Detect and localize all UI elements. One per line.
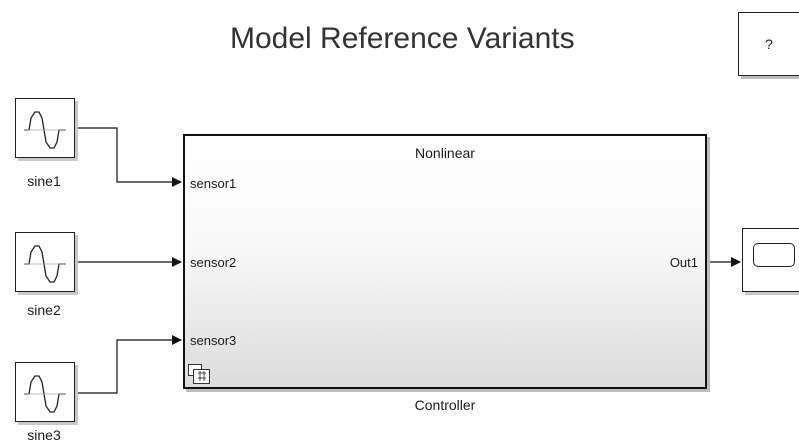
variant-badge-icon[interactable] (187, 363, 215, 385)
help-button[interactable]: ? (738, 12, 799, 76)
outport-out1: Out1 (669, 255, 698, 270)
sine1-label: sine1 (27, 173, 61, 189)
sine-wave-icon (24, 111, 66, 149)
controller-block[interactable]: Nonlinear sensor1 sensor2 sensor3 Out1 (183, 134, 707, 389)
sine-wave-icon (24, 375, 66, 413)
active-variant-label: Nonlinear (415, 145, 475, 161)
signal-line-sine3 (76, 335, 182, 394)
scope-block[interactable] (742, 228, 799, 292)
inport-sensor1: sensor1 (190, 176, 237, 191)
inport-sensor2: sensor2 (190, 255, 237, 270)
sine3-label: sine3 (27, 427, 61, 443)
sine3-block[interactable] (15, 362, 75, 422)
sine1-block[interactable] (15, 98, 75, 158)
controller-caption: Controller (414, 397, 476, 413)
signal-line-sine1 (76, 127, 182, 187)
inport-sensor3: sensor3 (190, 333, 237, 348)
sine2-label: sine2 (27, 302, 61, 318)
diagram-title: Model Reference Variants (230, 22, 575, 55)
sine-wave-icon (24, 245, 66, 283)
scope-icon (753, 243, 795, 267)
sine2-block[interactable] (15, 232, 75, 292)
